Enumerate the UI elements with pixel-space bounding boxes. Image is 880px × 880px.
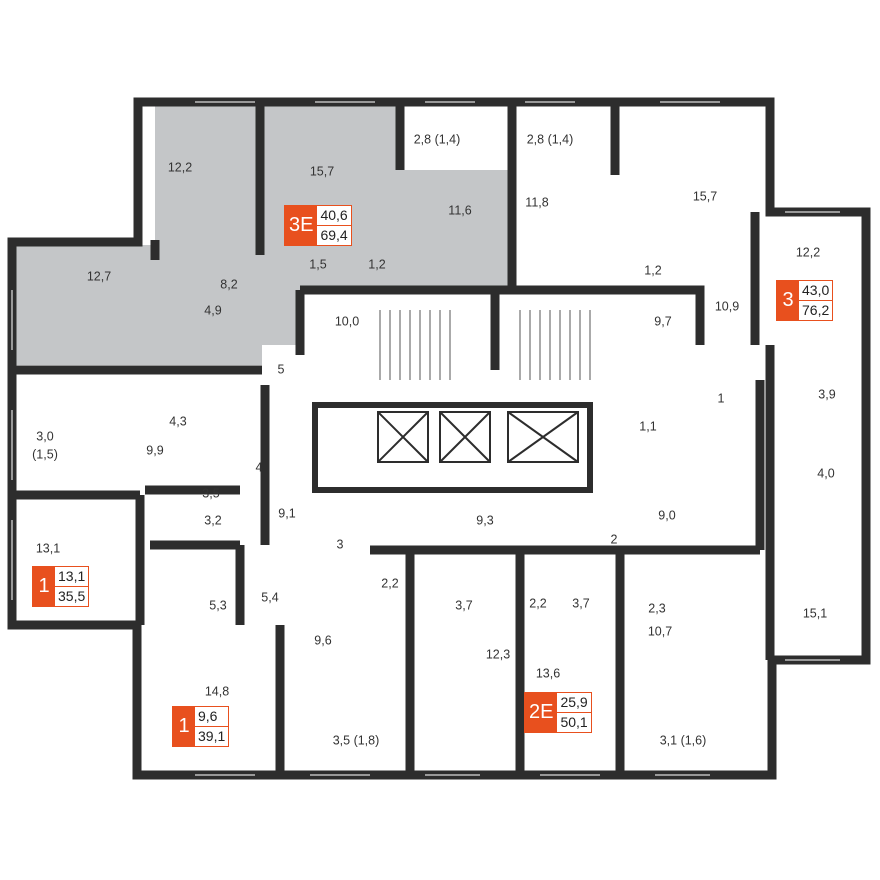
room-area-label: 3,5 (1,8) (332, 733, 380, 748)
room-area-label: 1,2 (644, 263, 662, 278)
room-area-label: 9,0 (658, 508, 676, 523)
room-area-label: 3,9 (818, 387, 836, 402)
room-area-label: 9,6 (314, 633, 332, 648)
room-area-label: 12,2 (167, 160, 193, 175)
room-area-label: 13,1 (35, 541, 61, 556)
room-area-label: 2 (610, 532, 618, 547)
living-area: 9,6 (195, 707, 229, 727)
room-area-label: 3,5 (202, 486, 220, 501)
room-area-label: 4 (255, 460, 263, 475)
room-area-label: 3,0 (36, 429, 54, 444)
room-area-label: (1,5) (32, 447, 58, 462)
room-area-label: 2,2 (381, 576, 399, 591)
room-area-label: 12,7 (86, 269, 112, 284)
room-area-label: 5,3 (209, 598, 227, 613)
stairs (379, 310, 591, 380)
total-area: 50,1 (560, 714, 588, 730)
room-area-label: 4,9 (204, 303, 222, 318)
room-area-label: 1,1 (639, 419, 657, 434)
total-area: 39,1 (198, 728, 226, 744)
windows (11, 101, 840, 776)
total-area: 69,4 (320, 227, 348, 243)
room-area-label: 2,2 (529, 596, 547, 611)
room-area-label: 1,2 (368, 257, 386, 272)
room-area-label: 4,3 (169, 414, 187, 429)
living-area: 43,0 (799, 281, 833, 301)
apartment-type: 1 (33, 567, 55, 606)
room-area-label: 5 (277, 362, 285, 377)
room-area-label: 1 (717, 391, 725, 406)
room-area-label: 9,3 (476, 513, 494, 528)
room-area-label: 10,7 (647, 624, 673, 639)
room-area-label: 13,6 (535, 666, 561, 681)
room-area-label: 15,1 (802, 606, 828, 621)
apartment-type: 1 (173, 707, 195, 746)
room-area-label: 10,0 (334, 314, 360, 329)
room-area-label: 15,7 (692, 189, 718, 204)
living-area: 25,9 (557, 693, 591, 713)
room-area-label: 2,8 (1,4) (413, 132, 461, 147)
room-area-label: 1,5 (309, 257, 327, 272)
room-area-label: 3,2 (204, 513, 222, 528)
living-area: 13,1 (55, 567, 89, 587)
room-area-label: 9,1 (278, 506, 296, 521)
room-area-label: 10,9 (714, 299, 740, 314)
room-area-label: 3,7 (572, 596, 590, 611)
room-area-label: 12,2 (795, 245, 821, 260)
room-area-label: 9,9 (146, 443, 164, 458)
apartment-type: 3E (285, 206, 318, 245)
room-area-label: 3,7 (455, 598, 473, 613)
elevators (377, 411, 579, 463)
room-area-label: 9,7 (654, 314, 672, 329)
apartment-type: 2E (525, 693, 558, 732)
room-area-label: 2,8 (1,4) (526, 132, 574, 147)
room-area-label: 2,3 (648, 601, 666, 616)
total-area: 76,2 (802, 302, 830, 318)
room-area-label: 11,6 (448, 203, 472, 218)
room-area-label: 15,7 (309, 164, 335, 179)
room-area-label: 8,2 (220, 277, 238, 292)
living-area: 40,6 (317, 206, 351, 226)
room-area-label: 3 (336, 537, 344, 552)
room-area-label: 14,8 (204, 684, 230, 699)
apartment-type: 3 (777, 281, 799, 320)
room-area-label: 11,8 (525, 195, 549, 210)
room-area-label: 4,0 (817, 466, 835, 481)
room-area-label: 5,4 (261, 590, 279, 605)
room-area-label: 12,3 (485, 647, 511, 662)
total-area: 35,5 (58, 588, 86, 604)
room-area-label: 3,1 (1,6) (659, 733, 707, 748)
